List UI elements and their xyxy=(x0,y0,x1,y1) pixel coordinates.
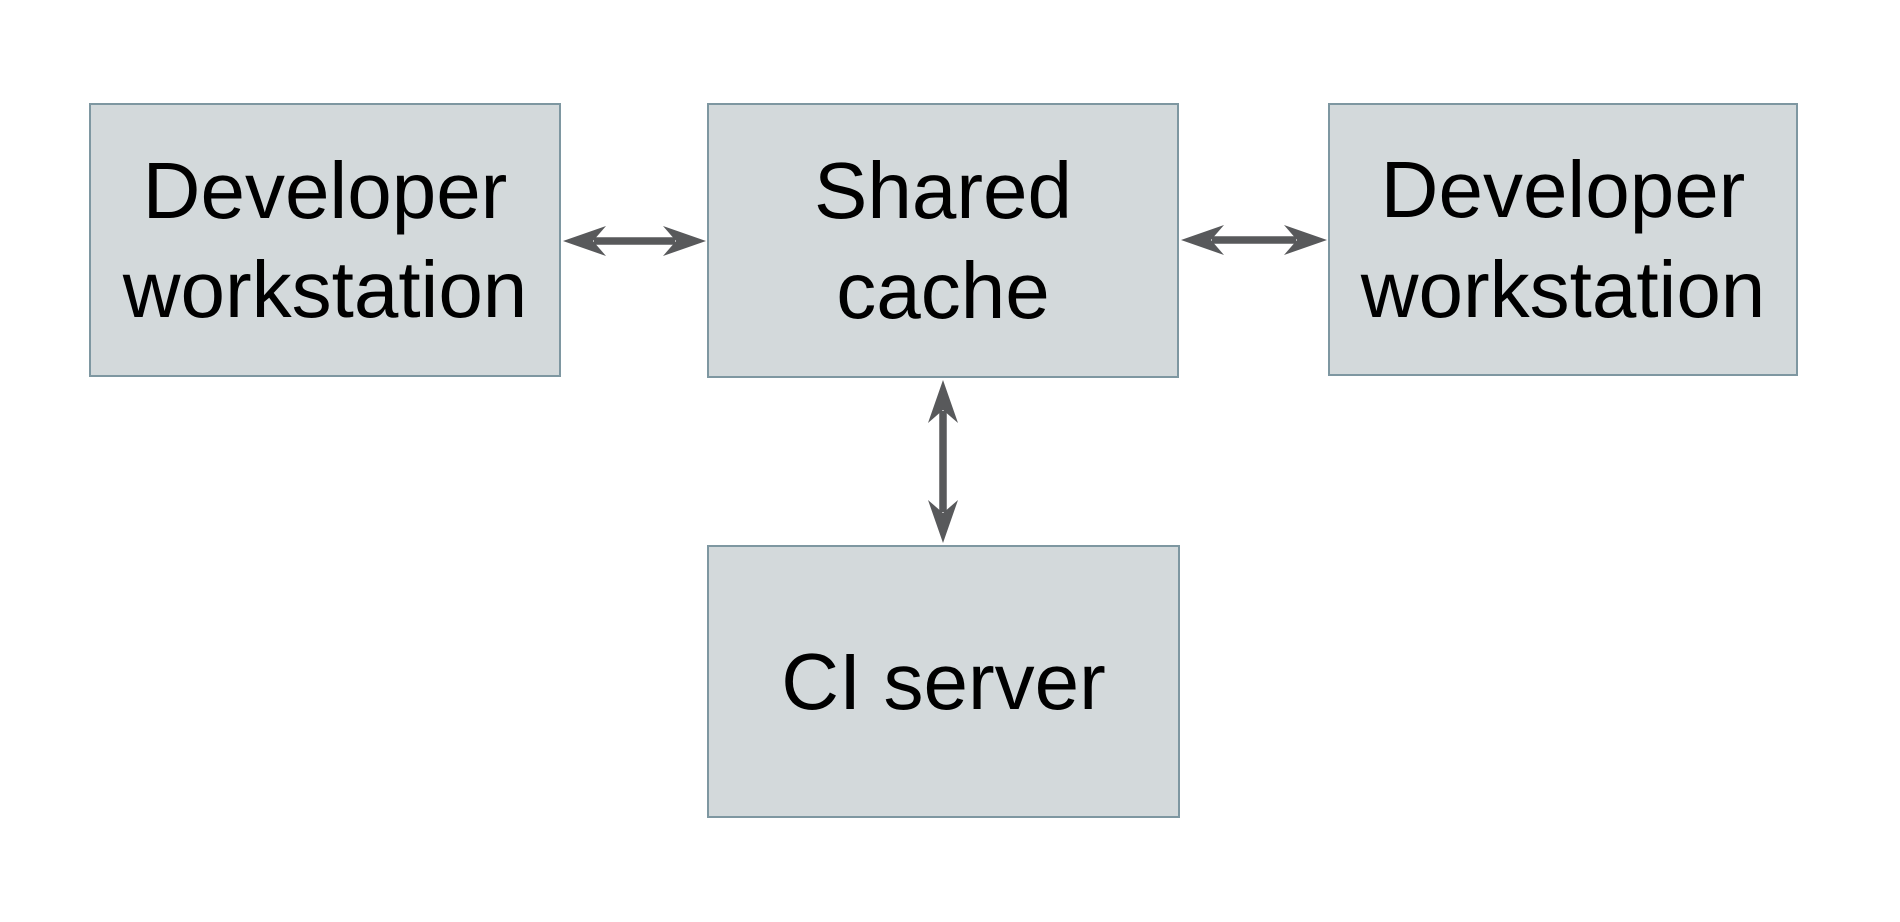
edge-shared-cache-right-workstation xyxy=(1181,225,1327,255)
edge-shared-cache-ci-server xyxy=(928,380,958,543)
node-label: Developer workstation xyxy=(122,145,528,334)
arrowhead-right-icon xyxy=(663,226,706,256)
edge-left-workstation-shared-cache xyxy=(563,226,706,256)
arrowhead-down-icon xyxy=(928,500,958,543)
node-label: CI server xyxy=(781,636,1106,726)
arrowhead-up-icon xyxy=(928,380,958,423)
arrowhead-left-icon xyxy=(1181,225,1224,255)
node-label: Shared cache xyxy=(814,146,1072,335)
node-developer-workstation-right: Developer workstation xyxy=(1328,103,1798,376)
node-shared-cache: Shared cache xyxy=(707,103,1179,378)
arrowhead-right-icon xyxy=(1284,225,1327,255)
node-developer-workstation-left: Developer workstation xyxy=(89,103,561,377)
node-label: Developer workstation xyxy=(1360,145,1766,334)
arrowhead-left-icon xyxy=(563,226,606,256)
node-ci-server: CI server xyxy=(707,545,1180,818)
